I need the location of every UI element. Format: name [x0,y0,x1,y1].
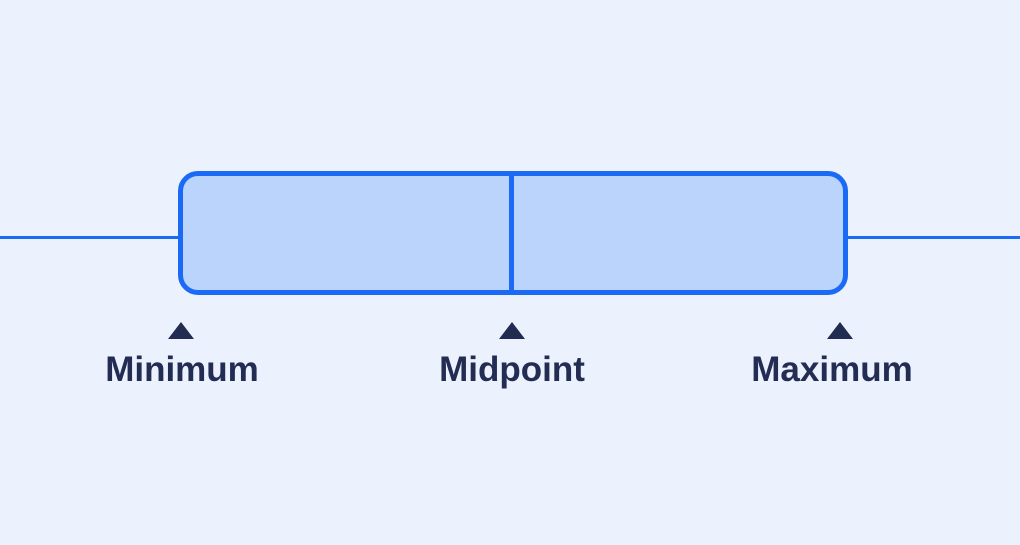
midpoint-label: Midpoint [439,350,585,389]
minimum-label: Minimum [105,350,259,389]
maximum-label: Maximum [751,350,913,389]
midpoint-triangle-up-icon [499,322,525,339]
maximum-triangle-up-icon [827,322,853,339]
minimum-triangle-up-icon [168,322,194,339]
midpoint-line [509,171,514,295]
right-whisker-line [845,236,1020,239]
left-whisker-line [0,236,182,239]
